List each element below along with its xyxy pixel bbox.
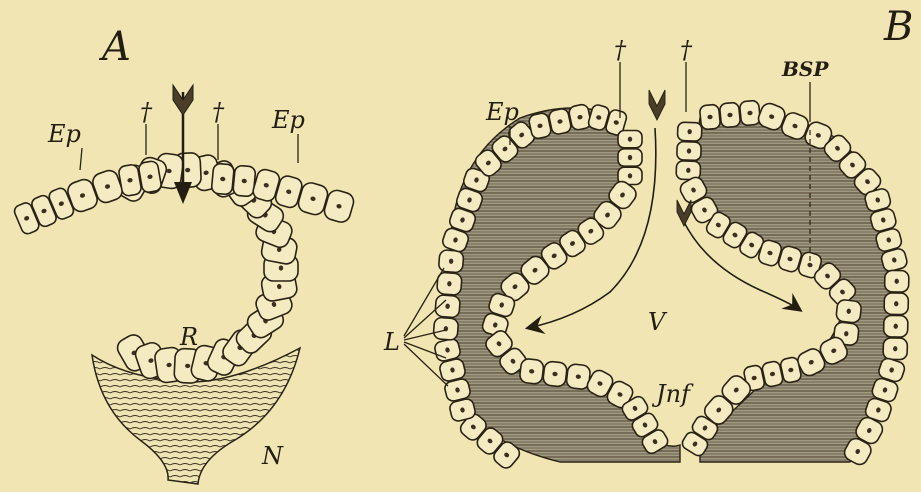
epithelial-cell [519,358,544,384]
infundibulum-label: Jnf [651,380,694,408]
epithelial-cell [618,131,642,148]
epithelial-cell [542,361,567,387]
nerve-label: N [261,442,284,470]
panel-b-title: B [883,4,913,50]
epithelial-cell [677,141,702,160]
epithelial-cell [739,100,760,126]
panel-b: B † † Ep BSP L V Jnf [383,4,913,471]
epithelial-cell [885,270,909,292]
dagger-left-b: † [614,36,627,64]
epithelial-cell [211,163,234,195]
recess-label: R [179,323,198,351]
ventricle-label: V [648,308,668,336]
ep-label-right: Ep [271,106,305,134]
ep-label-left: Ep [47,120,81,148]
epithelial-cell [618,149,642,166]
epithelial-cell [883,338,907,360]
epithelial-cell [433,317,459,340]
l-label: L [383,328,400,356]
panel-a-title: A [98,24,131,70]
ep-label-b: Ep [485,98,519,126]
epithelial-cell [438,250,464,273]
dagger-right-b: † [680,36,693,64]
epithelial-cell [836,299,862,323]
epithelial-cell [677,122,702,141]
epithelial-cell [233,165,256,197]
epithelial-cell [437,272,463,295]
entry-arrow-icon [173,85,193,204]
epithelial-cell [719,102,740,128]
panel-a: A † † Ep Ep R N [13,24,356,484]
epithelial-cell [884,315,908,337]
epithelial-cell [699,104,720,130]
epithelial-cell [884,293,908,315]
dagger-right-a: † [212,98,225,126]
dagger-left-a: † [140,98,153,126]
bsp-label: BSP [781,57,829,81]
